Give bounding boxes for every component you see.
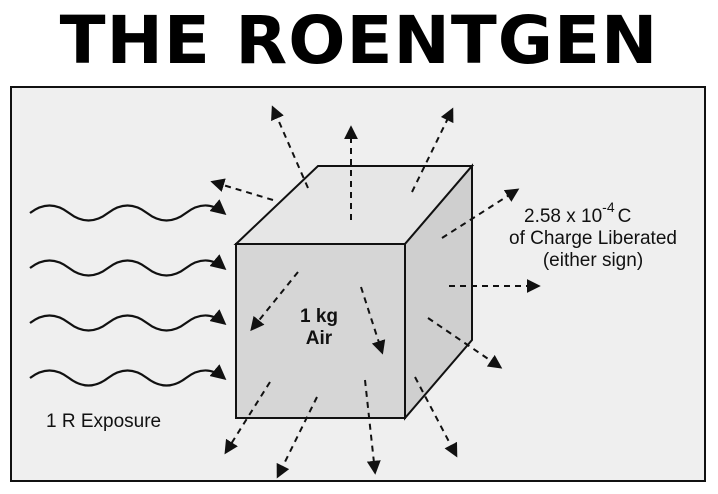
charge-arrow — [250, 271, 299, 332]
mass-label-line2: Air — [306, 328, 333, 349]
charge-arrow — [414, 376, 458, 458]
incoming-radiation — [29, 199, 227, 387]
cube-front-face — [235, 243, 406, 419]
exposure-label: 1 R Exposure — [46, 411, 161, 432]
radiation-wave — [29, 364, 227, 387]
charge-arrow — [224, 381, 271, 455]
charge-arrow — [271, 105, 309, 189]
charge-arrow — [427, 317, 503, 369]
charge-arrow — [210, 178, 274, 201]
charge-arrow — [360, 286, 386, 355]
charge-arrow — [411, 107, 454, 193]
radiation-wave — [29, 309, 227, 332]
charge-arrow — [364, 379, 381, 475]
radiation-wave — [29, 199, 227, 222]
charge-arrow — [276, 396, 318, 479]
page-title: THE ROENTGEN — [59, 2, 659, 79]
mass-label-line1: 1 kg — [300, 306, 338, 327]
charge-arrows — [210, 105, 541, 479]
charge-arrow — [441, 188, 520, 239]
charge-sign-label: (either sign) — [543, 250, 643, 271]
air-cube — [233, 163, 475, 421]
radiation-wave — [29, 254, 227, 277]
charge-description-label: of Charge Liberated — [509, 228, 677, 249]
